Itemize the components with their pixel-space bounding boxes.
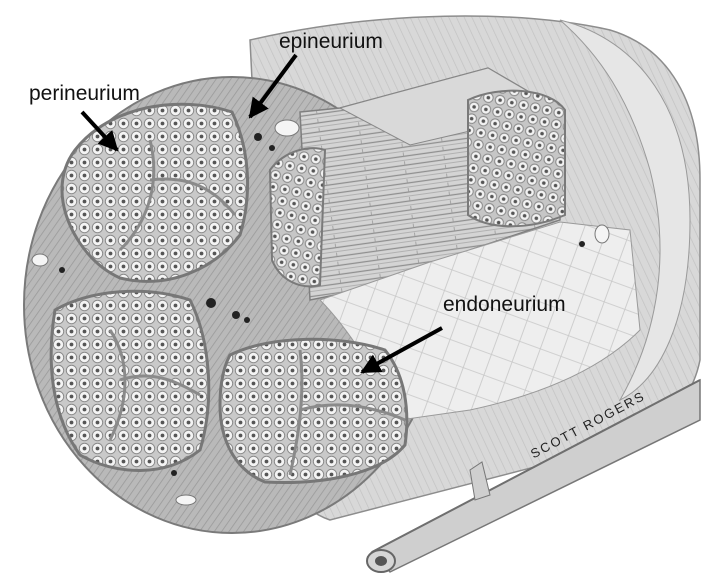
fascicle-top-left <box>62 104 248 281</box>
epineurium-label: epineurium <box>279 30 383 54</box>
endoneurium-label: endoneurium <box>443 293 566 317</box>
fascicle-cut-left <box>270 148 325 286</box>
perineurium-label: perineurium <box>29 82 140 106</box>
fascicle-bottom-left <box>51 291 209 470</box>
fascicle-right-top <box>468 91 565 227</box>
